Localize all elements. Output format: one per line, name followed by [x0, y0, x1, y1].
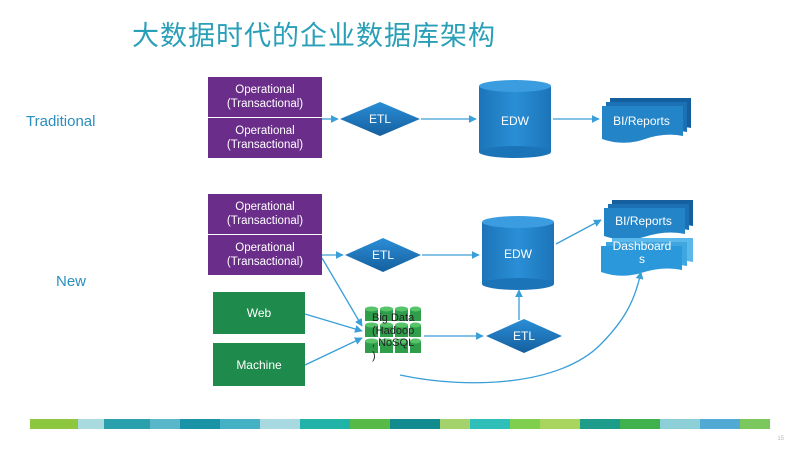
traditional-source-bottom: Operational (Transactional)	[208, 118, 322, 159]
traditional-label: Traditional	[26, 113, 96, 130]
slide-title: 大数据时代的企业数据库架构	[132, 21, 496, 52]
web-source: Web	[213, 292, 305, 334]
traditional-source-top: Operational (Transactional)	[208, 77, 322, 118]
new-etl-diamond	[345, 238, 421, 272]
new-dashboards-doc	[601, 238, 693, 276]
traditional-etl-label: ETL	[368, 112, 391, 126]
traditional-bi-reports-label: BI/Reports	[613, 114, 670, 128]
arrow-machine-to-bigdata	[304, 337, 363, 366]
new-label: New	[56, 273, 87, 290]
traditional-bi-reports-doc	[602, 98, 691, 143]
traditional-edw-cylinder	[479, 80, 551, 158]
traditional-edw-label: EDW	[501, 114, 529, 128]
machine-source: Machine	[213, 343, 305, 386]
big-data-label: Big Data (Hadoop , NoSQL )	[372, 312, 415, 362]
big-data-cylinders	[365, 306, 421, 353]
new-edw-label: EDW	[504, 247, 532, 261]
new-bi-reports-doc	[604, 200, 693, 240]
traditional-etl-diamond	[340, 102, 420, 136]
new-etl-bottom-label: ETL	[512, 329, 535, 343]
new-dashboards-label: Dashboard s	[612, 239, 672, 266]
arrow-web-to-bigdata	[304, 313, 363, 333]
new-bi-reports-label: BI/Reports	[615, 214, 672, 228]
page-number: 15	[777, 436, 784, 442]
new-source-bottom: Operational (Transactional)	[208, 235, 322, 276]
new-etl-label: ETL	[371, 248, 394, 262]
new-edw-cylinder	[482, 216, 554, 290]
arrow-bigdata-to-dashboards	[399, 271, 644, 384]
new-etl-bottom-diamond	[486, 319, 562, 353]
arrow-new-src-to-bigdata	[321, 257, 363, 327]
arrow-new-edw-to-bi	[555, 219, 602, 245]
new-source-top: Operational (Transactional)	[208, 194, 322, 235]
